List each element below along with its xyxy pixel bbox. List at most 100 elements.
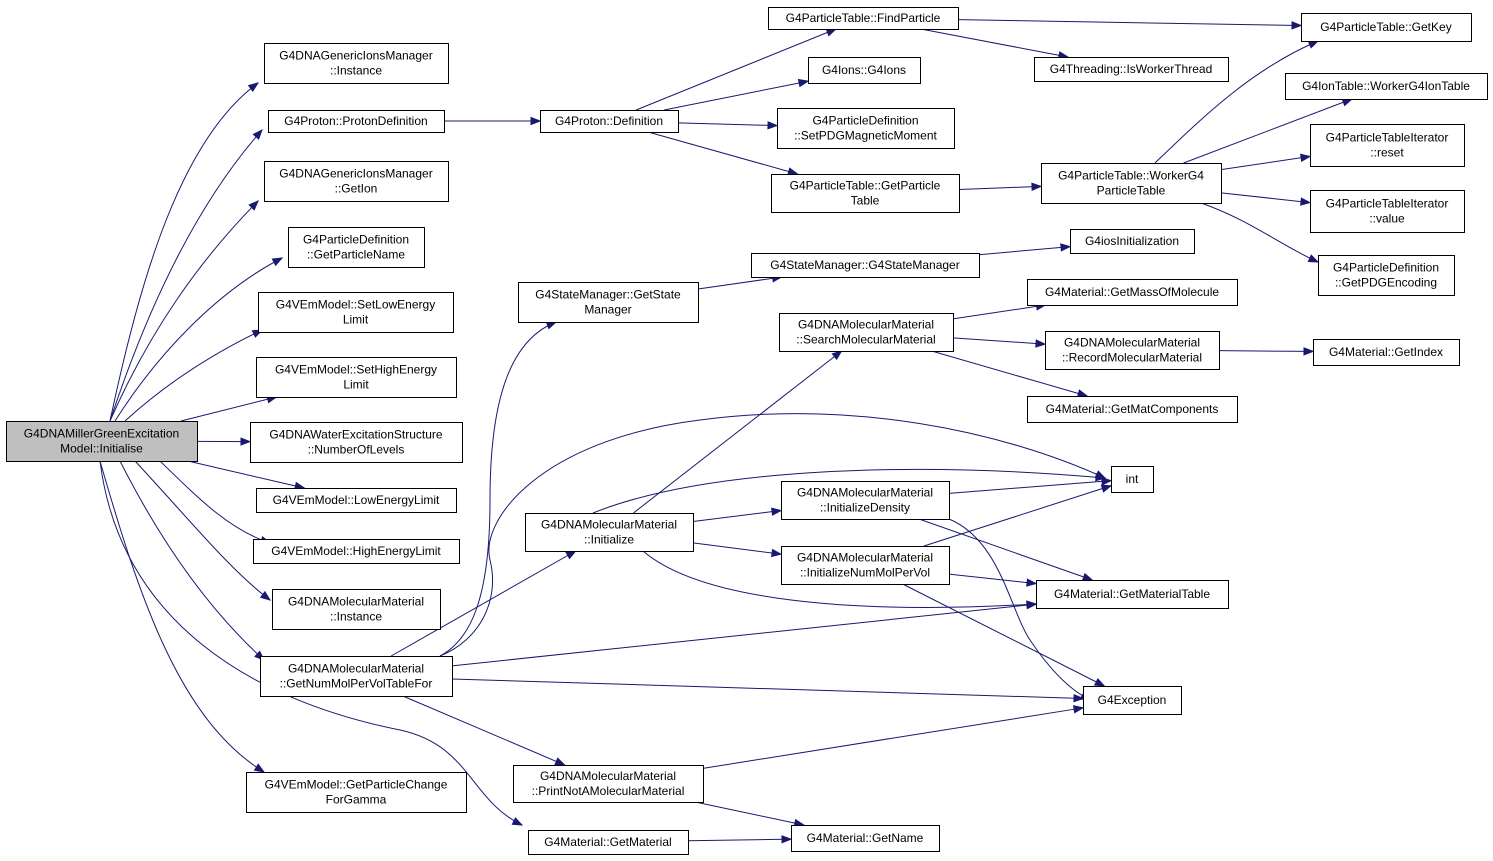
node-printNotAMolecularMaterial[interactable]: G4DNAMolecularMaterial::PrintNotAMolecul… bbox=[513, 765, 704, 803]
node-box[interactable] bbox=[1034, 57, 1229, 82]
node-getIndex[interactable]: G4Material::GetIndex bbox=[1313, 339, 1460, 366]
node-box[interactable] bbox=[256, 357, 457, 398]
node-box[interactable] bbox=[777, 108, 955, 149]
node-box[interactable] bbox=[781, 546, 950, 585]
node-box[interactable] bbox=[1111, 466, 1154, 493]
node-genericIonsInstance[interactable]: G4DNAGenericIonsManager::Instance bbox=[264, 43, 449, 84]
node-findParticle[interactable]: G4ParticleTable::FindParticle bbox=[768, 7, 959, 30]
node-iteratorReset[interactable]: G4ParticleTableIterator::reset bbox=[1310, 124, 1465, 167]
node-getName[interactable]: G4Material::GetName bbox=[791, 825, 940, 852]
node-box[interactable] bbox=[1313, 339, 1460, 366]
node-box[interactable] bbox=[1045, 331, 1220, 370]
node-g4Ions[interactable]: G4Ions::G4Ions bbox=[808, 57, 921, 84]
node-getMassOfMolecule[interactable]: G4Material::GetMassOfMolecule bbox=[1027, 279, 1238, 306]
node-box[interactable] bbox=[513, 765, 704, 803]
node-getMaterial[interactable]: G4Material::GetMaterial bbox=[528, 830, 689, 855]
node-box[interactable] bbox=[1318, 255, 1455, 296]
node-protonDef[interactable]: G4Proton::Definition bbox=[540, 110, 679, 133]
node-box[interactable] bbox=[781, 481, 950, 520]
node-box[interactable] bbox=[260, 656, 453, 697]
node-box[interactable] bbox=[1083, 686, 1182, 715]
node-box[interactable] bbox=[771, 174, 960, 213]
node-box[interactable] bbox=[768, 7, 959, 30]
edge-findParticle-to-getKey-arrowhead bbox=[1291, 21, 1303, 30]
node-initializeNumMolPerVol[interactable]: G4DNAMolecularMaterial::InitializeNumMol… bbox=[781, 546, 950, 585]
edge-initializeNumMolPerVol-to-int bbox=[923, 485, 1112, 547]
node-box[interactable] bbox=[6, 421, 198, 462]
node-box[interactable] bbox=[1070, 229, 1195, 254]
node-box[interactable] bbox=[528, 830, 689, 855]
node-int[interactable]: int bbox=[1111, 466, 1154, 493]
node-iteratorValue[interactable]: G4ParticleTableIterator::value bbox=[1310, 190, 1465, 233]
node-box[interactable] bbox=[808, 57, 921, 84]
node-highEnergyLimit[interactable]: G4VEmModel::HighEnergyLimit bbox=[253, 539, 460, 564]
node-label: G4ParticleDefinition bbox=[303, 233, 409, 247]
node-getMatComponents[interactable]: G4Material::GetMatComponents bbox=[1027, 396, 1238, 423]
node-molMatInitialize[interactable]: G4DNAMolecularMaterial::Initialize bbox=[525, 513, 694, 552]
edge-workerG4ParticleTable-to-getPDGEncoding-arrowhead bbox=[1307, 254, 1320, 263]
node-getParticleName[interactable]: G4ParticleDefinition::GetParticleName bbox=[288, 227, 425, 268]
node-box[interactable] bbox=[1027, 279, 1238, 306]
node-getPDGEncoding[interactable]: G4ParticleDefinition::GetPDGEncoding bbox=[1318, 255, 1455, 296]
node-iosInitialization[interactable]: G4iosInitialization bbox=[1070, 229, 1195, 254]
node-workerG4IonTable[interactable]: G4IonTable::WorkerG4IonTable bbox=[1285, 73, 1488, 100]
edge-protonDef-to-getParticleTable bbox=[647, 131, 798, 175]
node-getNumMolPerVolTableFor[interactable]: G4DNAMolecularMaterial::GetNumMolPerVolT… bbox=[260, 656, 453, 697]
node-box[interactable] bbox=[518, 282, 699, 323]
node-getKey[interactable]: G4ParticleTable::GetKey bbox=[1301, 13, 1472, 42]
edge-root-to-genericIonsInstance-arrowhead bbox=[247, 82, 260, 93]
node-box[interactable] bbox=[264, 161, 449, 202]
node-box[interactable] bbox=[1027, 396, 1238, 423]
node-numberOfLevels[interactable]: G4DNAWaterExcitationStructure::NumberOfL… bbox=[250, 422, 463, 463]
node-box[interactable] bbox=[246, 772, 467, 813]
node-genericIonsGetIon[interactable]: G4DNAGenericIonsManager::GetIon bbox=[264, 161, 449, 202]
node-box[interactable] bbox=[288, 227, 425, 268]
node-label: ::GetNumMolPerVolTableFor bbox=[280, 677, 433, 691]
node-box[interactable] bbox=[250, 422, 463, 463]
node-box[interactable] bbox=[751, 253, 980, 278]
node-box[interactable] bbox=[264, 43, 449, 84]
edge-layer bbox=[99, 19, 1354, 844]
node-getMaterialTable[interactable]: G4Material::GetMaterialTable bbox=[1036, 580, 1229, 609]
node-box[interactable] bbox=[256, 488, 457, 513]
node-label: G4Exception bbox=[1098, 693, 1167, 707]
node-box[interactable] bbox=[1041, 163, 1222, 204]
node-box[interactable] bbox=[1301, 13, 1472, 42]
node-box[interactable] bbox=[272, 589, 441, 630]
node-stateManagerCtor[interactable]: G4StateManager::G4StateManager bbox=[751, 253, 980, 278]
node-protonDefinition[interactable]: G4Proton::ProtonDefinition bbox=[268, 110, 445, 133]
node-recordMolecularMaterial[interactable]: G4DNAMolecularMaterial::RecordMolecularM… bbox=[1045, 331, 1220, 370]
node-box[interactable] bbox=[540, 110, 679, 133]
node-label: G4ParticleTable::GetKey bbox=[1320, 20, 1451, 34]
node-isWorkerThread[interactable]: G4Threading::IsWorkerThread bbox=[1034, 57, 1229, 82]
node-setPDGMagneticMoment[interactable]: G4ParticleDefinition::SetPDGMagneticMome… bbox=[777, 108, 955, 149]
node-box[interactable] bbox=[1310, 124, 1465, 167]
node-box[interactable] bbox=[791, 825, 940, 852]
node-box[interactable] bbox=[525, 513, 694, 552]
node-lowEnergyLimit[interactable]: G4VEmModel::LowEnergyLimit bbox=[256, 488, 457, 513]
node-box[interactable] bbox=[779, 313, 954, 352]
node-box[interactable] bbox=[258, 292, 454, 333]
node-box[interactable] bbox=[268, 110, 445, 133]
node-initializeDensity[interactable]: G4DNAMolecularMaterial::InitializeDensit… bbox=[781, 481, 950, 520]
edge-workerG4ParticleTable-to-iteratorReset-arrowhead bbox=[1299, 153, 1312, 163]
edge-getNumMolPerVolTableFor-to-g4Exception bbox=[451, 678, 1084, 699]
edge-root-to-getParticleChangeForGamma-arrowhead bbox=[253, 763, 266, 773]
node-box[interactable] bbox=[1310, 190, 1465, 233]
node-molMatInstance[interactable]: G4DNAMolecularMaterial::Instance bbox=[272, 589, 441, 630]
node-box[interactable] bbox=[1036, 580, 1229, 609]
edge-protonDef-to-setPDGMagneticMoment bbox=[677, 122, 778, 127]
node-g4Exception[interactable]: G4Exception bbox=[1083, 686, 1182, 715]
node-root[interactable]: G4DNAMillerGreenExcitationModel::Initial… bbox=[6, 421, 198, 462]
node-box[interactable] bbox=[1285, 73, 1488, 100]
node-searchMolecularMaterial[interactable]: G4DNAMolecularMaterial::SearchMolecularM… bbox=[779, 313, 954, 352]
node-box[interactable] bbox=[253, 539, 460, 564]
edge-root-to-highEnergyLimit bbox=[159, 460, 271, 544]
node-label: ::Instance bbox=[330, 610, 382, 624]
